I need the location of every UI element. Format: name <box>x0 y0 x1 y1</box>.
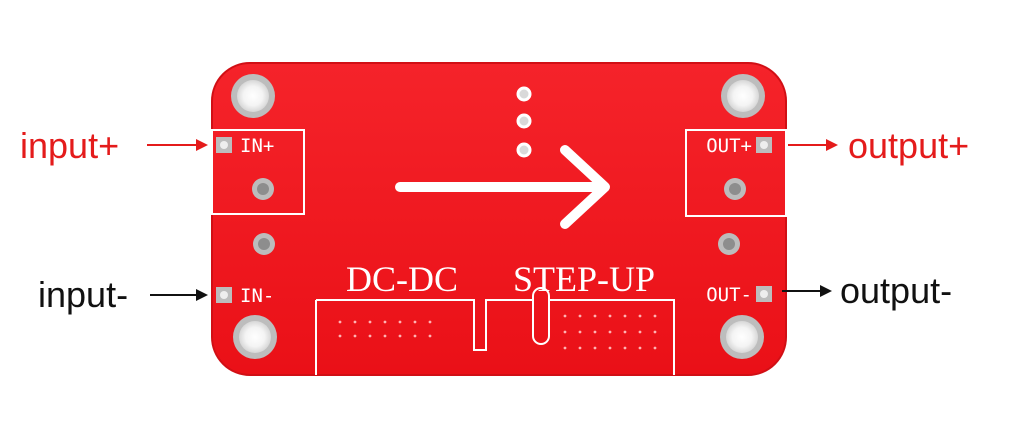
arrow-output-plus-icon <box>788 139 838 151</box>
pad-in-minus <box>216 287 232 303</box>
pin-label-in-plus: IN+ <box>240 135 274 157</box>
dot-pattern <box>338 314 657 350</box>
input-terminal-outline <box>211 129 305 215</box>
bottom-silkscreen-outline <box>315 287 675 375</box>
via-column <box>516 86 532 158</box>
callout-output-minus: output- <box>840 270 952 311</box>
board-title-left: DC-DC <box>346 259 458 299</box>
pin-label-out-minus: OUT- <box>706 284 752 306</box>
pad-out-minus <box>756 286 772 302</box>
direction-arrow-icon <box>395 145 610 229</box>
mounting-hole-bottom-left <box>233 315 277 359</box>
pin-label-out-plus: OUT+ <box>706 135 752 157</box>
solder-pad-in-lower <box>253 233 275 255</box>
mounting-hole-top-right <box>721 74 765 118</box>
arrow-output-minus-icon <box>782 285 832 297</box>
solder-pad-out-lower <box>718 233 740 255</box>
solder-pad-out-center <box>724 178 746 200</box>
callout-output-plus: output+ <box>848 125 969 166</box>
pin-label-in-minus: IN- <box>240 285 274 307</box>
board-title-right: STEP-UP <box>513 259 655 299</box>
mounting-hole-bottom-right <box>720 315 764 359</box>
arrow-input-minus-icon <box>150 289 208 301</box>
pad-in-plus <box>216 137 232 153</box>
pcb-board <box>211 62 787 376</box>
callout-input-plus: input+ <box>20 125 119 166</box>
callout-input-minus: input- <box>38 274 128 315</box>
pad-out-plus <box>756 137 772 153</box>
mounting-hole-top-left <box>231 74 275 118</box>
output-terminal-outline <box>685 129 787 217</box>
solder-pad-in-center <box>252 178 274 200</box>
arrow-input-plus-icon <box>147 139 208 151</box>
